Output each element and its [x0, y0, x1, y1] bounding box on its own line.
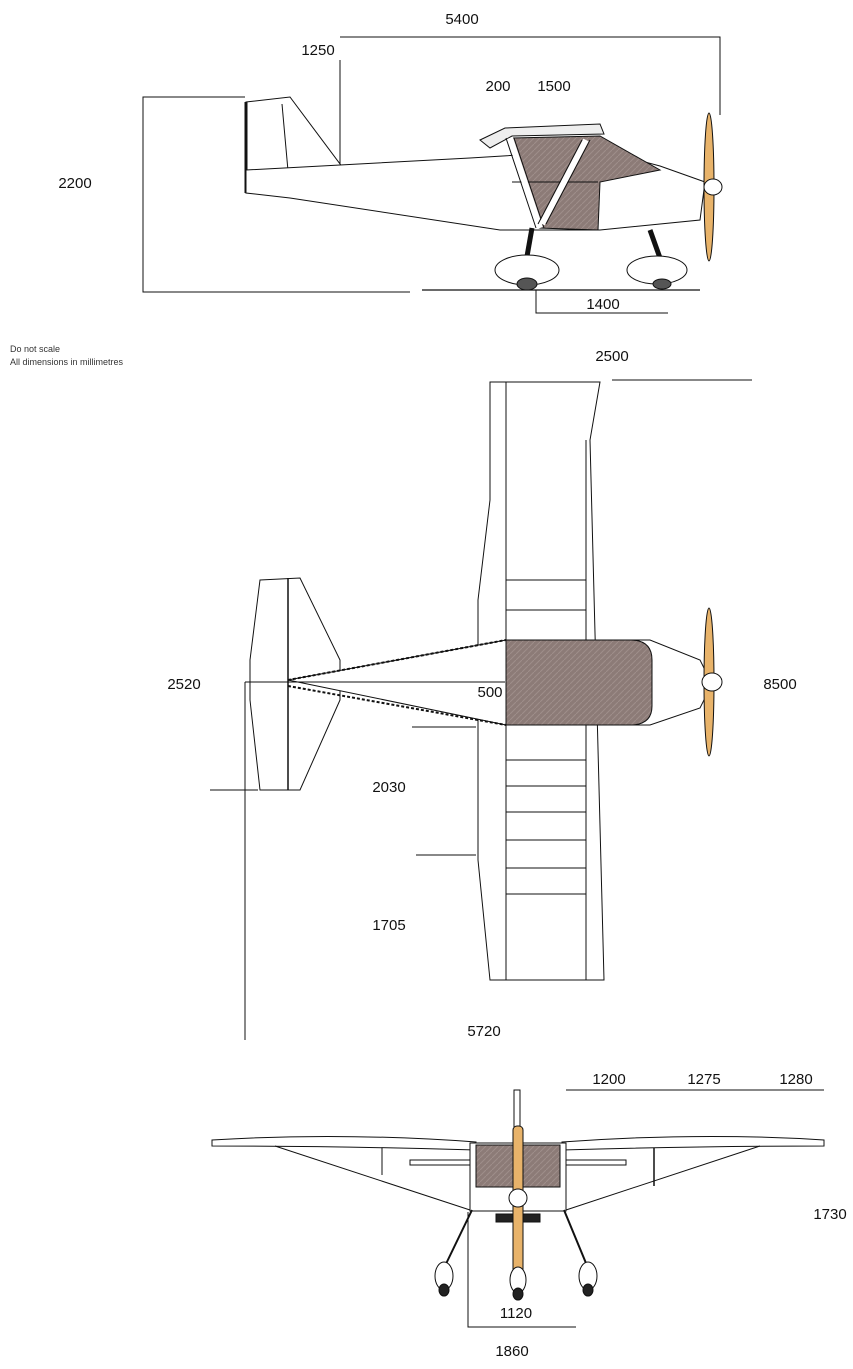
track-dimension-line — [467, 1212, 576, 1328]
dimension-labels: 5400 1250 200 1500 2200 1400 Do not scal… — [10, 11, 847, 1360]
label-tail-span-side: 1250 — [301, 42, 334, 59]
label-wheelbase: 1400 — [586, 296, 619, 313]
label-dim-a-side: 200 — [485, 78, 510, 95]
right-strut — [565, 1145, 761, 1211]
label-wing-a: 2030 — [372, 779, 405, 796]
wheelbase-dimension-line — [535, 290, 668, 314]
label-span-top: 2500 — [595, 348, 628, 365]
label-wing-root: 5720 — [467, 1023, 500, 1040]
spinner-top — [701, 672, 723, 692]
spinner-side — [703, 178, 723, 196]
label-length-top: 8500 — [763, 676, 796, 693]
label-track-outer: 1860 — [495, 1343, 528, 1360]
label-overall-length: 5400 — [445, 11, 478, 28]
front-wing — [211, 1135, 477, 1151]
label-fuselage-top: 500 — [477, 684, 502, 701]
height-dimension-line — [142, 96, 410, 293]
label-height-side: 2200 — [58, 175, 91, 192]
cabin-top — [505, 639, 653, 726]
left-strut — [274, 1145, 471, 1211]
label-track-inner: 1120 — [500, 1305, 532, 1322]
label-tail-span-top: 2520 — [167, 676, 200, 693]
label-front-dim-c: 1280 — [779, 1071, 812, 1088]
label-front-height: 1730 — [813, 1206, 846, 1223]
top-view — [210, 379, 752, 1040]
label-front-dim-b: 1275 — [687, 1071, 720, 1088]
front-view — [211, 1089, 825, 1328]
note-line-2: All dimensions in millimetres — [10, 357, 124, 367]
label-front-dim-a: 1200 — [592, 1071, 625, 1088]
label-dim-b-side: 1500 — [537, 78, 570, 95]
overall-length-dimension-line — [340, 36, 721, 115]
label-wing-b: 1705 — [372, 917, 405, 934]
note-line-1: Do not scale — [10, 344, 60, 354]
side-view — [142, 36, 723, 314]
horizontal-tail — [249, 577, 341, 791]
wing-side — [479, 123, 605, 149]
